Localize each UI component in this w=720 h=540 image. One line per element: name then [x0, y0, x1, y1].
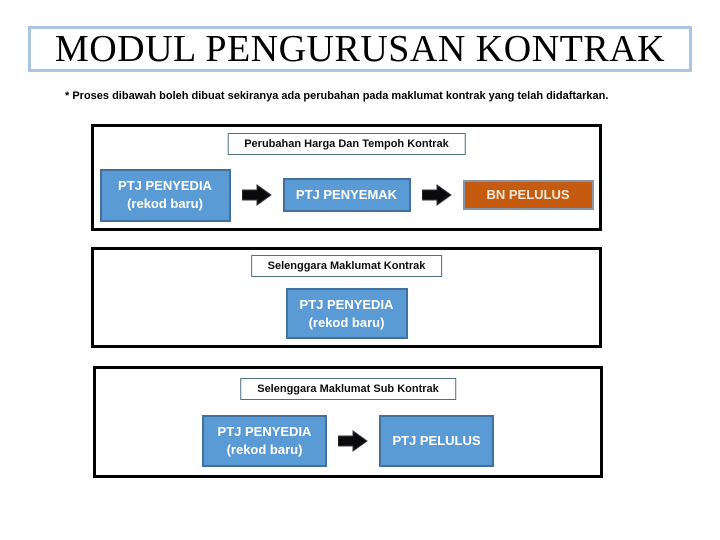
flow-row: PTJ PENYEDIA (rekod baru) PTJ PENYEMAK B… — [94, 167, 599, 223]
step-label: PTJ PELULUS — [392, 433, 481, 449]
arrow-right-icon — [241, 184, 272, 206]
step-label: PTJ PENYEDIA — [299, 296, 394, 312]
step-ptj-penyemak: PTJ PENYEMAK — [282, 178, 411, 212]
section-header: Selenggara Maklumat Sub Kontrak — [240, 378, 456, 400]
section-header: Perubahan Harga Dan Tempoh Kontrak — [227, 133, 466, 155]
step-sublabel: (rekod baru) — [226, 442, 303, 457]
flow-row: PTJ PENYEDIA (rekod baru) PTJ PELULUS — [96, 414, 600, 468]
slide-title-box: MODUL PENGURUSAN KONTRAK — [28, 26, 692, 72]
arrow-right-icon — [421, 184, 452, 206]
arrow-right-icon — [338, 430, 368, 452]
step-bn-pelulus: BN PELULUS — [462, 180, 594, 210]
step-ptj-pelulus: PTJ PELULUS — [379, 415, 494, 467]
note-text: * Proses dibawah boleh dibuat sekiranya … — [65, 90, 609, 102]
flow-row: PTJ PENYEDIA (rekod baru) — [94, 287, 599, 340]
section-selenggara-maklumat-sub-kontrak: Selenggara Maklumat Sub Kontrak PTJ PENY… — [93, 366, 603, 478]
step-ptj-penyedia: PTJ PENYEDIA (rekod baru) — [285, 288, 408, 339]
step-sublabel: (rekod baru) — [127, 196, 203, 211]
step-label: BN PELULUS — [486, 187, 570, 203]
section-header: Selenggara Maklumat Kontrak — [250, 255, 443, 277]
section-selenggara-maklumat-kontrak: Selenggara Maklumat Kontrak PTJ PENYEDIA… — [91, 247, 602, 348]
slide-title: MODUL PENGURUSAN KONTRAK — [54, 28, 666, 70]
step-label: PTJ PENYEMAK — [295, 187, 398, 203]
step-label: PTJ PENYEDIA — [118, 178, 212, 194]
step-ptj-penyedia: PTJ PENYEDIA (rekod baru) — [99, 168, 231, 222]
step-sublabel: (rekod baru) — [308, 314, 385, 330]
step-ptj-penyedia: PTJ PENYEDIA (rekod baru) — [202, 415, 327, 467]
section-perubahan-harga-tempoh: Perubahan Harga Dan Tempoh Kontrak PTJ P… — [91, 124, 602, 231]
step-label: PTJ PENYEDIA — [217, 424, 312, 440]
